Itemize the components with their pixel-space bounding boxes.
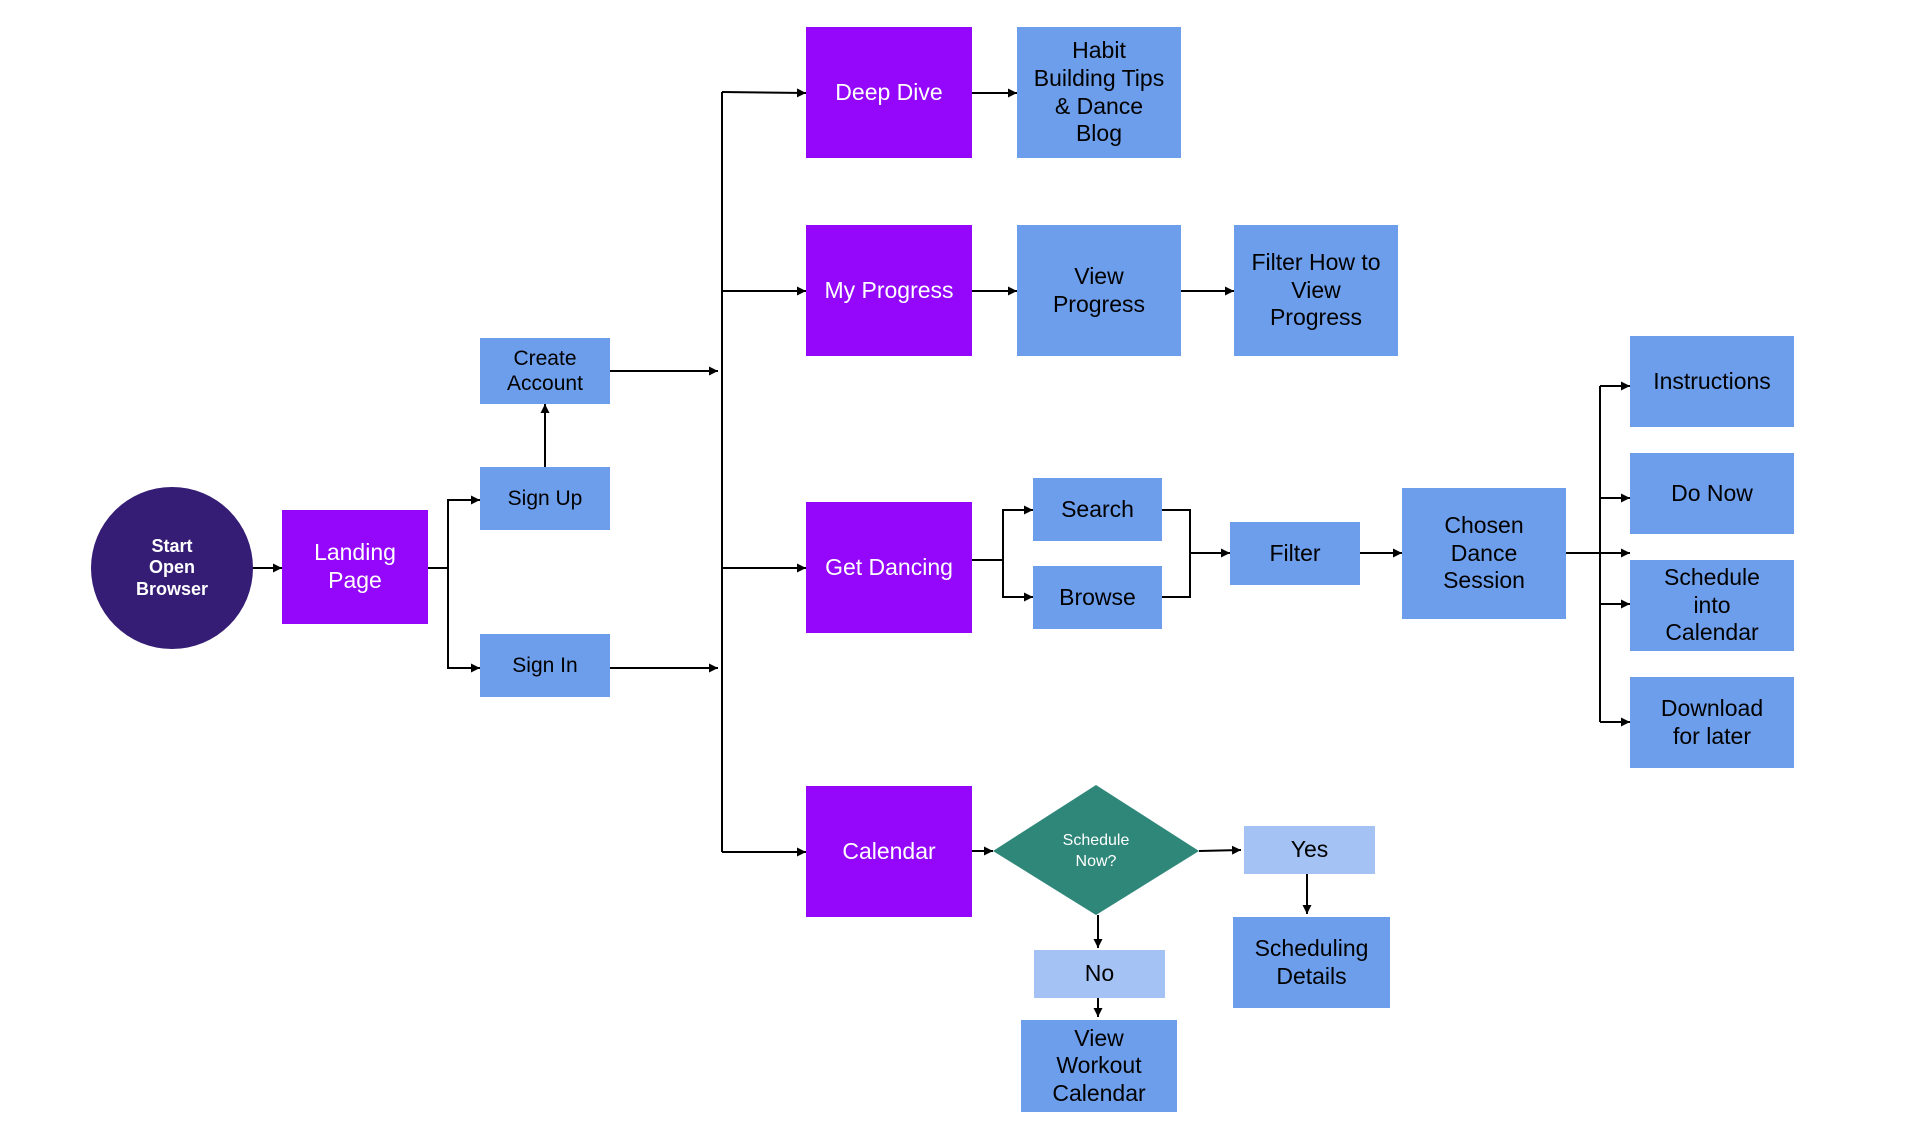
instructions-node: Instructions: [1630, 336, 1794, 427]
habit-blog-node: Habit Building Tips & Dance Blog: [1017, 27, 1181, 158]
arrow-getdancing-to-search: [972, 505, 1033, 561]
arrow-landing-to-signup: [428, 495, 480, 569]
yes-node: Yes: [1244, 826, 1375, 874]
deep-dive-node: Deep Dive: [806, 27, 972, 158]
filter-node: Filter: [1230, 522, 1360, 585]
arrow-getdancing-to-browse: [1002, 560, 1033, 602]
filter-progress-node: Filter How to View Progress: [1234, 225, 1398, 356]
decision-diamond: [993, 785, 1199, 915]
sign-up-node: Sign Up: [480, 467, 610, 530]
start-node: Start Open Browser: [91, 487, 253, 649]
arrow-decision-to-yes: [1198, 845, 1242, 855]
arrow-search-browse-to-filter: [1162, 509, 1230, 598]
no-node: No: [1034, 950, 1165, 998]
do-now-node: Do Now: [1630, 453, 1794, 534]
browse-node: Browse: [1033, 566, 1162, 629]
schedule-now-label: Schedule Now?: [1062, 832, 1130, 870]
arrow-bus-to-deepdive: [721, 88, 807, 98]
view-progress-node: View Progress: [1017, 225, 1181, 356]
get-dancing-node: Get Dancing: [806, 502, 972, 633]
chosen-session-node: Chosen Dance Session: [1402, 488, 1566, 619]
view-workout-calendar-node: View Workout Calendar: [1021, 1020, 1177, 1112]
scheduling-details-node: Scheduling Details: [1233, 917, 1390, 1008]
schedule-calendar-node: Schedule into Calendar: [1630, 560, 1794, 651]
search-node: Search: [1033, 478, 1162, 541]
landing-page-node: Landing Page: [282, 510, 428, 624]
my-progress-node: My Progress: [806, 225, 972, 356]
sign-in-node: Sign In: [480, 634, 610, 697]
arrow-landing-to-signin: [447, 568, 480, 673]
download-later-node: Download for later: [1630, 677, 1794, 768]
create-account-node: Create Account: [480, 338, 610, 404]
calendar-node: Calendar: [806, 786, 972, 917]
